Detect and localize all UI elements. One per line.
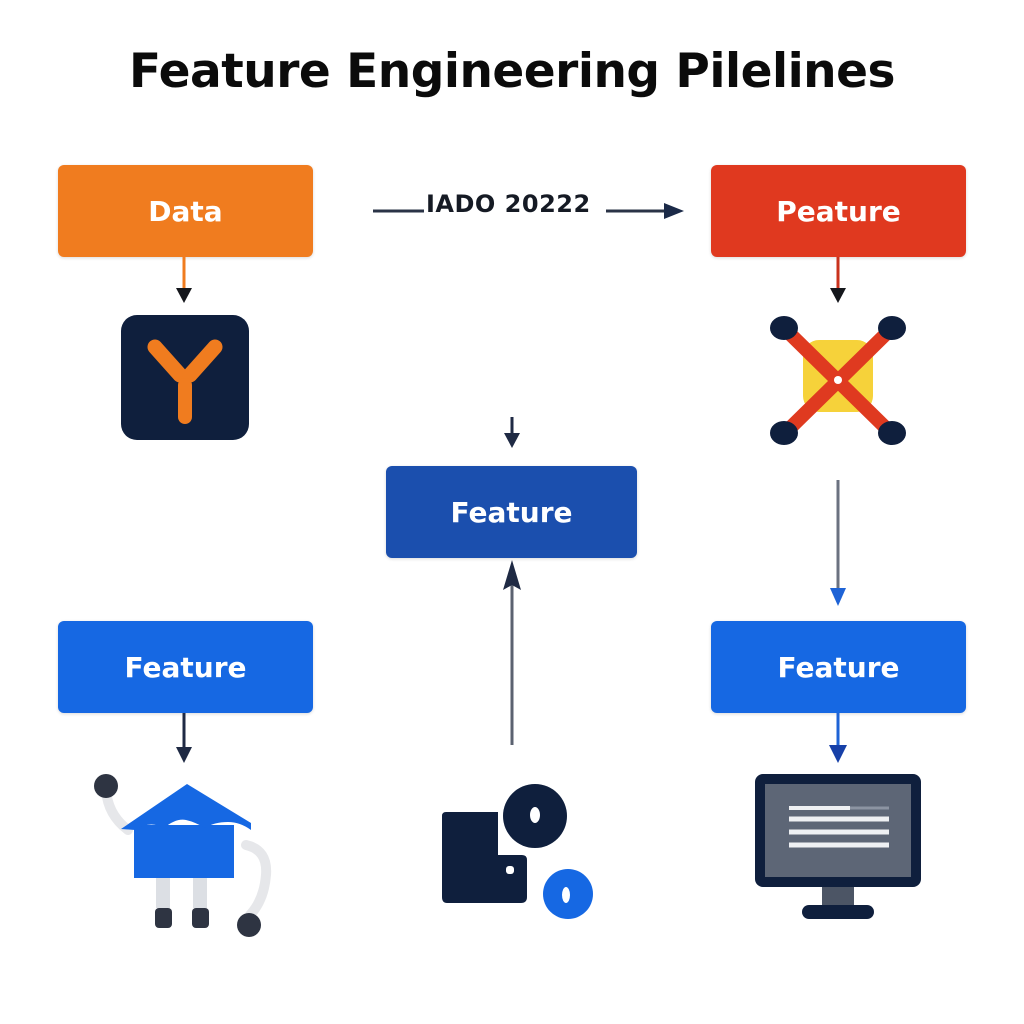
right-feature-node[interactable]: Feature xyxy=(711,621,966,713)
cross-connector-icon xyxy=(770,316,906,445)
data-down-arrow xyxy=(176,257,192,303)
right-bottom-arrow xyxy=(829,713,847,763)
center-up-arrow xyxy=(503,560,521,745)
left-feature-node-label: Feature xyxy=(124,650,247,684)
left-feature-node[interactable]: Feature xyxy=(58,621,313,713)
data-node[interactable]: Data xyxy=(58,165,313,257)
center-feature-node[interactable]: Feature xyxy=(386,466,637,558)
top-flow-arrow xyxy=(373,203,684,219)
right-feature-node-label: Feature xyxy=(777,650,900,684)
peature-node[interactable]: Peature xyxy=(711,165,966,257)
peature-node-label: Peature xyxy=(776,194,901,228)
page-title: Feature Engineering Pilelines xyxy=(128,44,896,99)
center-feature-node-label: Feature xyxy=(450,495,573,529)
right-down-arrow xyxy=(830,480,846,606)
flow-label: IADO 20222 xyxy=(426,190,591,218)
center-top-arrow xyxy=(504,417,520,448)
device-dials-icon xyxy=(442,784,593,919)
peature-down-arrow xyxy=(830,257,846,303)
left-down-arrow xyxy=(176,713,192,763)
monitor-icon xyxy=(755,774,921,919)
robot-house-icon xyxy=(94,774,272,937)
y-split-icon xyxy=(121,315,249,440)
data-node-label: Data xyxy=(148,194,223,228)
